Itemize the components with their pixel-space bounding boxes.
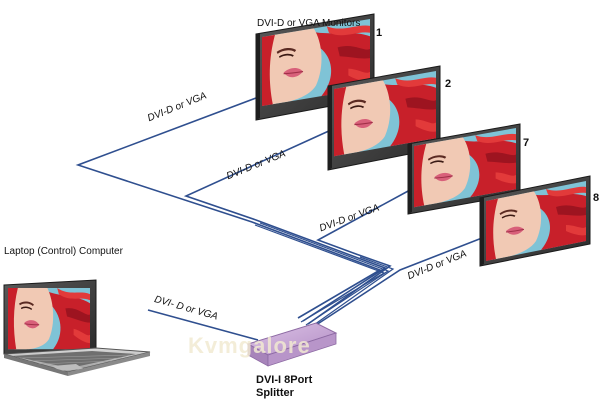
monitor-8 xyxy=(479,175,591,267)
cable-monitor-1 xyxy=(75,97,382,319)
monitors-title: DVI-D or VGA Monitors xyxy=(257,18,361,29)
cable-laptop xyxy=(147,309,259,341)
monitor-8-number: 8 xyxy=(593,192,600,204)
monitor-7-number: 7 xyxy=(523,137,530,149)
monitor-2-number: 2 xyxy=(445,78,452,90)
laptop xyxy=(3,279,151,376)
cables xyxy=(75,97,483,341)
splitter-device xyxy=(246,322,338,367)
cable-monitor-8 xyxy=(312,237,483,328)
splitter-label: DVI-I 8Port Splitter xyxy=(256,374,312,400)
watermark-text: Kvmgalore xyxy=(188,333,311,358)
monitor-1-number: 1 xyxy=(376,27,383,39)
splitter-label-line2: Splitter xyxy=(256,387,294,399)
laptop-title: Laptop (Control) Computer xyxy=(4,246,123,257)
cable-monitor-2 xyxy=(183,129,387,322)
splitter-label-line1: DVI-I 8Port xyxy=(256,374,313,386)
